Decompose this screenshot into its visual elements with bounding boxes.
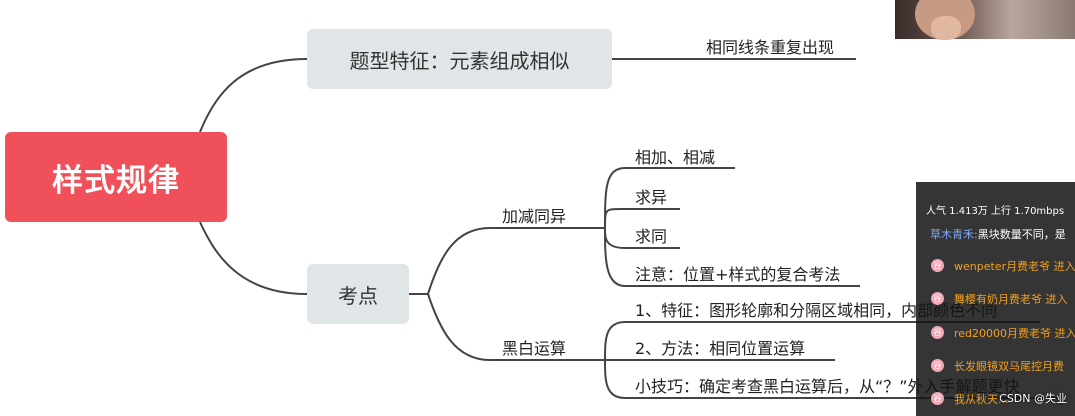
sub-node-black-white: 黑白运算: [502, 339, 567, 358]
chat-message: 黑块数量不同，是: [977, 228, 1066, 241]
leaf-method: 2、方法：相同位置运算: [635, 339, 806, 358]
csdn-watermark: CSDN @失业: [999, 392, 1067, 405]
chat-message: 我从秋天...: [954, 393, 1009, 406]
chat-message: red20000月费老爷 进入: [954, 327, 1075, 340]
chat-text: 草木青禾:黑块数量不同，是: [930, 226, 1066, 242]
leaf-find-same: 求同: [635, 227, 668, 246]
root-node: 样式规律: [5, 132, 227, 222]
user-badge-icon: 谷: [931, 292, 944, 305]
chat-message: 舞樱有奶月费老爷 进入: [954, 293, 1068, 306]
bracket-black-white: [586, 321, 1060, 399]
branch-node-exam-points: 考点: [307, 264, 409, 324]
webcam-overlay: [895, 0, 1075, 40]
connector-root-to-features: [199, 58, 308, 133]
connector-to-add-subtract: [427, 227, 586, 295]
chat-message: wenpeter月费老爷 进入: [954, 260, 1075, 273]
bracket-add-subtract: [586, 167, 860, 287]
leaf-feature: 1、特征：图形轮廓和分隔区域相同，内部颜色不同: [635, 301, 998, 320]
connector-to-black-white: [427, 293, 586, 361]
leaf-find-difference: 求异: [635, 188, 668, 207]
leaf-note-composite: 注意：位置+样式的复合考法: [635, 265, 841, 284]
streamer-hand: [931, 16, 961, 40]
chat-username: 草木青禾:: [930, 228, 978, 241]
leaf-add-subtract: 相加、相减: [635, 148, 716, 167]
user-badge-icon: 谷: [931, 326, 944, 339]
chat-message: 长发眼镜双马尾控月费: [954, 360, 1064, 373]
leaf-repeated-lines: 相同线条重复出现: [706, 38, 835, 57]
sub-node-add-subtract: 加减同异: [502, 207, 567, 226]
branch-node-features: 题型特征：元素组成相似: [307, 29, 612, 89]
user-badge-icon: 谷: [931, 359, 944, 372]
connector-root-to-exam-points: [199, 221, 308, 295]
user-badge-icon: 谷: [931, 392, 944, 405]
live-chat-panel: 人气 1.413万 上行 1.70mbps 草木青禾:黑块数量不同，是 谷 we…: [916, 182, 1075, 416]
user-badge-icon: 谷: [931, 259, 944, 272]
stream-stats: 人气 1.413万 上行 1.70mbps: [926, 206, 1065, 217]
